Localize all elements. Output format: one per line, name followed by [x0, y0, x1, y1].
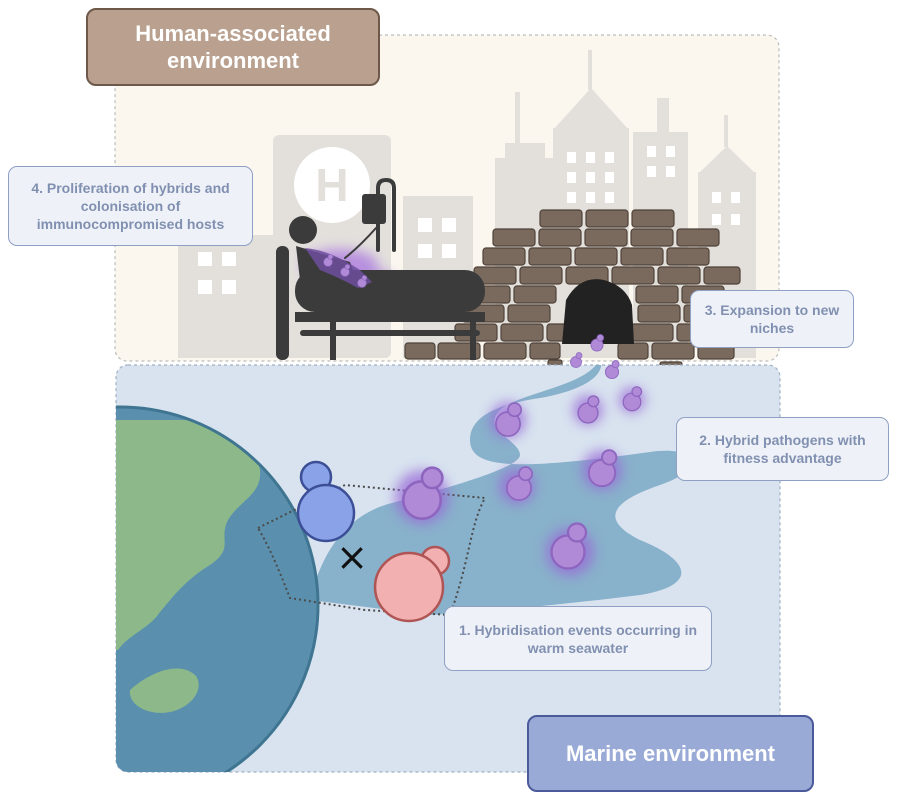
cave-opening [562, 279, 634, 344]
patient-bed-icon [276, 216, 485, 360]
hospital-letter: H [315, 159, 348, 211]
globe-icon [116, 405, 320, 772]
iv-bag [362, 194, 386, 224]
parent-blue-cell [296, 460, 356, 543]
building-windows [198, 146, 740, 294]
step-2-label: 2. Hybrid pathogens with fitness advanta… [676, 417, 889, 481]
parent-pink-cell [373, 545, 451, 623]
step-3-label: 3. Expansion to new niches [690, 290, 854, 348]
iv-drip-icon [344, 177, 396, 259]
marine-environment-title: Marine environment [527, 715, 814, 792]
warm-seawater-region [256, 483, 487, 617]
step-1-label: 1. Hybridisation events occurring in war… [444, 606, 712, 671]
human-environment-title: Human-associated environment [86, 8, 380, 86]
hybridisation-cross: × [336, 535, 368, 579]
step-4-label: 4. Proliferation of hybrids and colonisa… [8, 166, 253, 246]
